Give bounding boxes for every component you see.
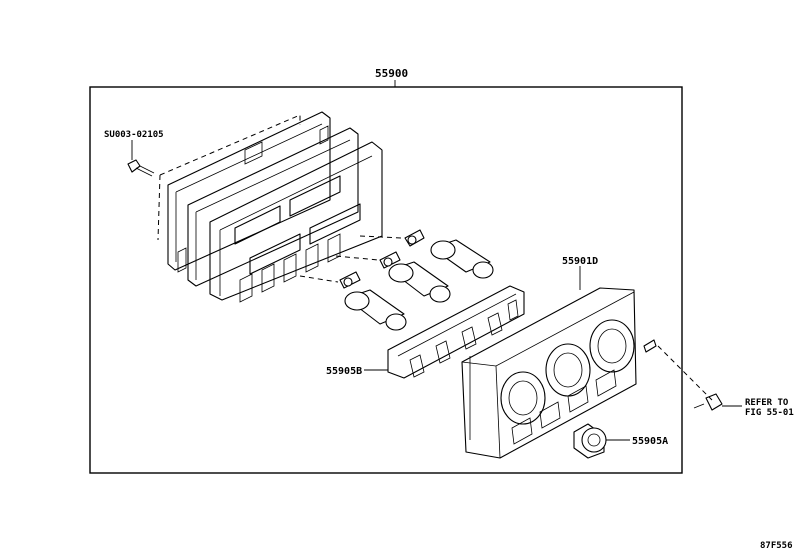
refer-label-line1: REFER TO	[745, 398, 789, 408]
screw-right	[693, 393, 723, 411]
bracket-55905B	[387, 285, 525, 379]
screw-top-label: SU003-02105	[104, 130, 164, 140]
panel-label: 55901D	[562, 256, 598, 267]
rotary-drums	[344, 239, 494, 331]
figure-id: 87F556	[760, 541, 793, 551]
control-unit-body	[157, 111, 383, 303]
knob-label: 55905A	[632, 436, 668, 447]
assembly-frame	[89, 86, 683, 474]
refer-label-line2: FIG 55-01	[745, 408, 794, 418]
right-screw-dash	[657, 345, 713, 401]
front-panel-55901D	[461, 287, 657, 459]
knob-55905A	[573, 423, 607, 459]
bulb-sockets	[299, 229, 425, 289]
assembly-label: 55900	[375, 67, 408, 80]
bracket-label: 55905B	[326, 366, 362, 377]
screw-top-left	[127, 159, 155, 177]
